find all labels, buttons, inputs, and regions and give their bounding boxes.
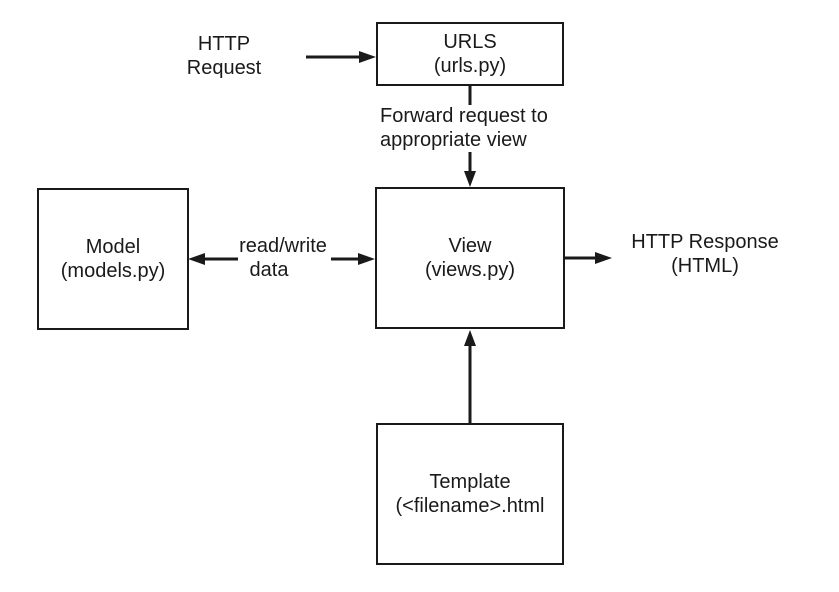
label-read-write-data: read/write data [212, 234, 354, 282]
label-forward-request: Forward request to appropriate view [380, 104, 580, 152]
node-model-title: Model [85, 236, 141, 258]
node-template-title: Template [429, 471, 511, 493]
node-view: View (views.py) [375, 187, 565, 329]
label-read-write-line1: read/write [239, 235, 327, 257]
label-forward-request-line1: Forward request to [380, 105, 548, 127]
node-view-subtitle: (views.py) [424, 259, 515, 281]
label-http-request-line2: Request [186, 57, 262, 79]
arrow-view-to-http-response [565, 252, 612, 264]
label-forward-request-line2: appropriate view [380, 129, 527, 151]
arrow-template-to-view [464, 330, 476, 423]
node-template: Template (<filename>.html [376, 423, 564, 565]
label-http-request-line1: HTTP [197, 33, 251, 55]
node-urls: URLS (urls.py) [376, 22, 564, 86]
arrow-forward-label-to-view [464, 152, 476, 187]
label-http-response: HTTP Response (HTML) [612, 230, 798, 278]
node-urls-title: URLS [443, 31, 497, 53]
arrow-http-request-to-urls [306, 51, 376, 63]
node-model-subtitle: (models.py) [60, 260, 166, 282]
node-model: Model (models.py) [37, 188, 189, 330]
label-http-response-line2: (HTML) [671, 255, 739, 277]
node-view-title: View [448, 235, 492, 257]
node-urls-subtitle: (urls.py) [433, 55, 507, 77]
label-http-request: HTTP Request [154, 32, 294, 80]
node-template-subtitle: (<filename>.html [395, 495, 545, 517]
label-http-response-line1: HTTP Response [631, 231, 779, 253]
label-read-write-line2: data [249, 259, 289, 281]
